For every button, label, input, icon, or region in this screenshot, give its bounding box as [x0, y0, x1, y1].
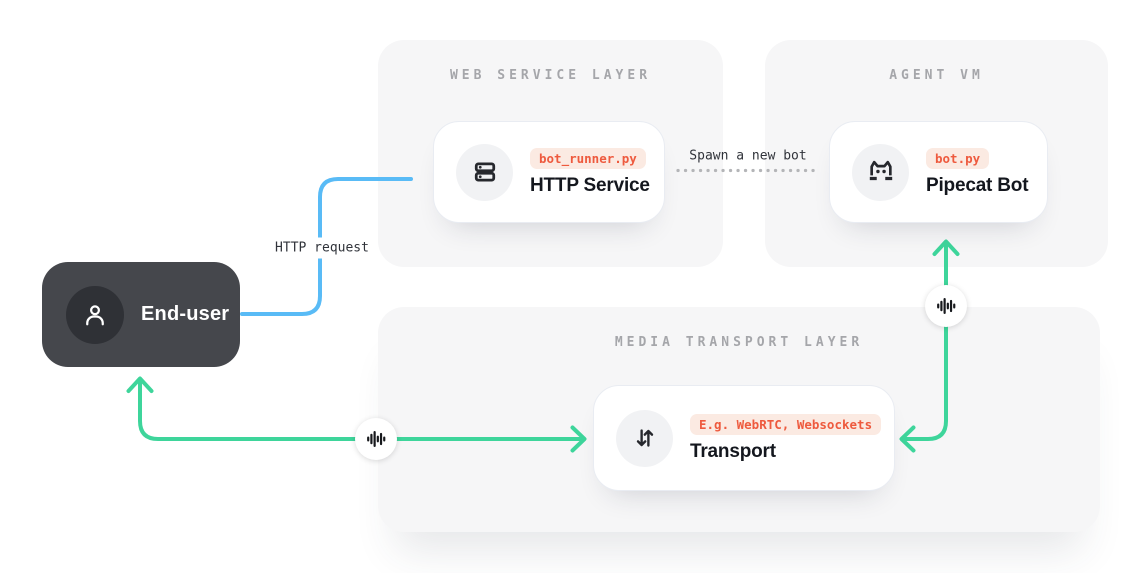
- node-pipecat-bot: bot.py Pipecat Bot: [829, 121, 1048, 223]
- arrowhead-right-transport: [570, 425, 587, 453]
- node-label-transport: Transport: [690, 440, 776, 462]
- node-http-service: bot_runner.py HTTP Service: [433, 121, 665, 223]
- panel-media-transport-layer: MEDIA TRANSPORT LAYER: [378, 307, 1100, 532]
- edge-label-http-request: HTTP request: [269, 237, 375, 259]
- node-label-end-user: End-user: [141, 303, 230, 325]
- file-badge-bot-runner: bot_runner.py: [530, 147, 646, 169]
- panel-title-agent-vm: AGENT VM: [889, 68, 984, 83]
- panel-title-web-service-layer: WEB SERVICE LAYER: [449, 68, 652, 83]
- waveform-icon: [355, 418, 397, 460]
- server-icon: [456, 143, 513, 201]
- node-end-user: End-user: [42, 262, 240, 367]
- node-label-pipecat-bot: Pipecat Bot: [926, 174, 1029, 196]
- node-label-http-service: HTTP Service: [530, 174, 650, 196]
- pipecat-cat-icon: [852, 143, 909, 201]
- node-transport: E.g. WebRTC, Websockets Transport: [593, 385, 895, 491]
- edge-label-spawn-a-new-bot: Spawn a new bot: [689, 148, 807, 164]
- waveform-icon: [925, 285, 967, 327]
- edge-media-user-transport-line: [138, 379, 584, 441]
- edge-media-transport-bot-line: [901, 241, 948, 441]
- arrowhead-up-end-user: [126, 376, 154, 393]
- panel-title-media-transport-layer: MEDIA TRANSPORT LAYER: [614, 335, 864, 350]
- transport-examples-badge: E.g. WebRTC, Websockets: [690, 413, 882, 435]
- transfer-arrows-icon: [616, 409, 673, 467]
- arrowhead-left-transport: [899, 425, 916, 453]
- user-icon: [66, 285, 124, 344]
- arrowhead-up-pipecat-bot: [932, 239, 960, 256]
- file-badge-bot-py: bot.py: [926, 147, 990, 169]
